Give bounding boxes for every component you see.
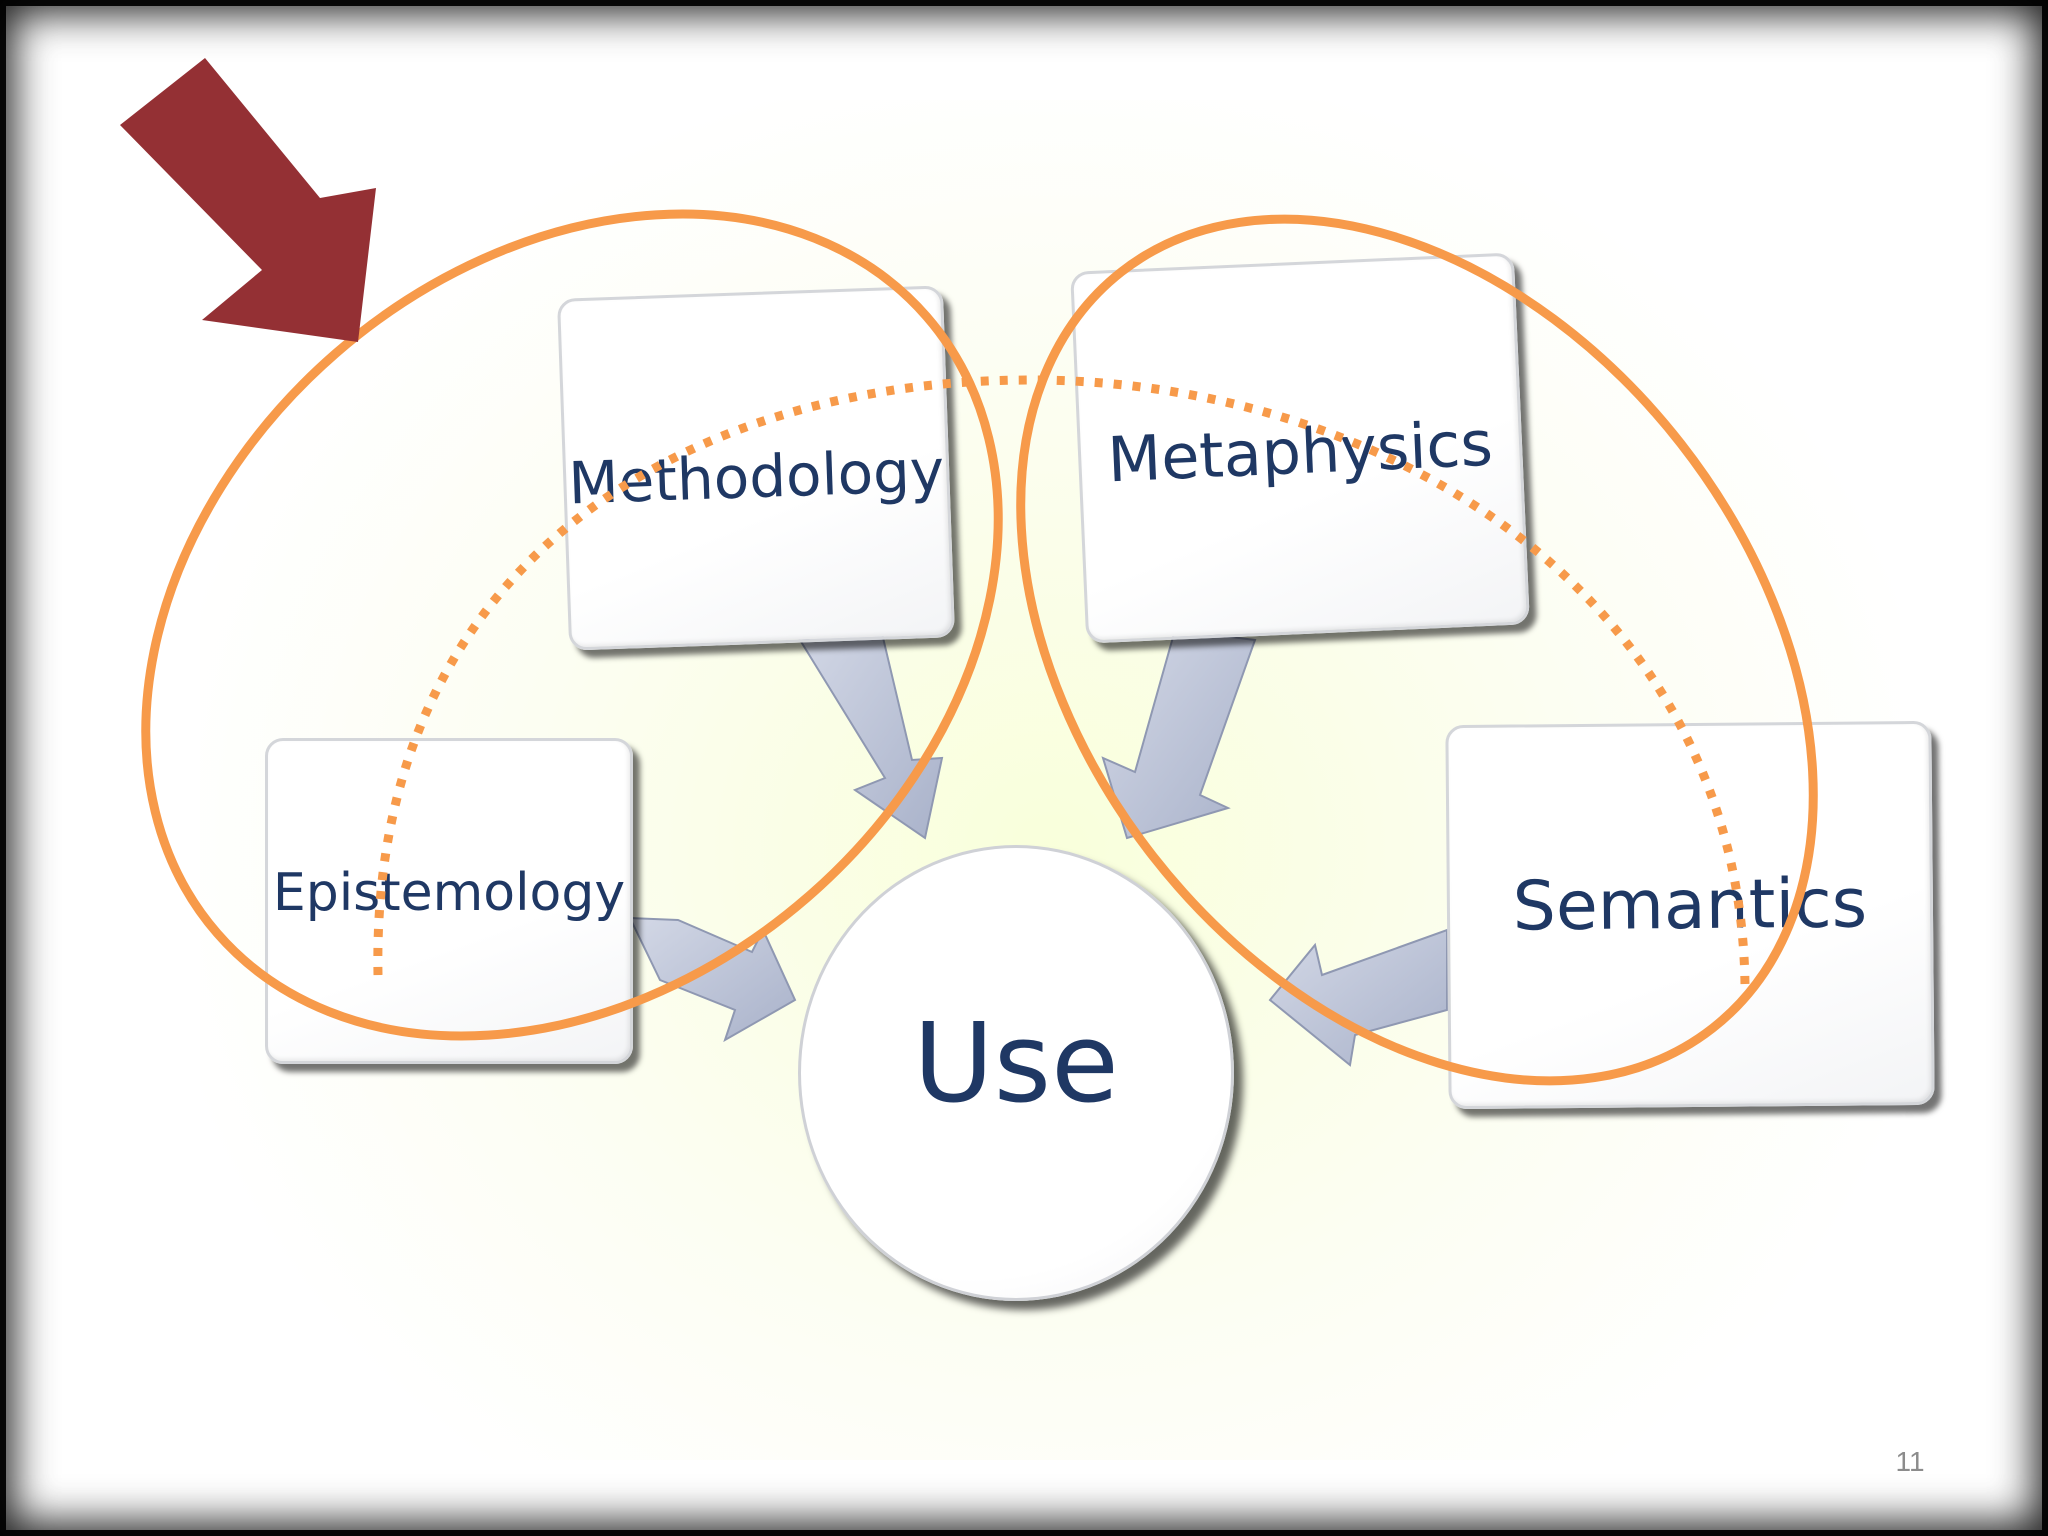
arrow-down-right-icon: [120, 58, 376, 342]
node-epistemology-label: Epistemology: [272, 863, 626, 923]
dotted-arc: [373, 375, 1750, 986]
connector-arrow-metaphysics-use: [1101, 628, 1257, 840]
connector-arrow-semantics-use: [1268, 928, 1448, 1067]
connector-arrow-epistemology-use: [628, 916, 797, 1043]
left-group-ellipse: [141, 209, 1003, 1041]
node-use-label: Use: [913, 999, 1119, 1127]
node-use: Use: [798, 845, 1234, 1301]
slide-number: 11: [1895, 1446, 1925, 1477]
right-group-ellipse: [1016, 214, 1818, 1086]
